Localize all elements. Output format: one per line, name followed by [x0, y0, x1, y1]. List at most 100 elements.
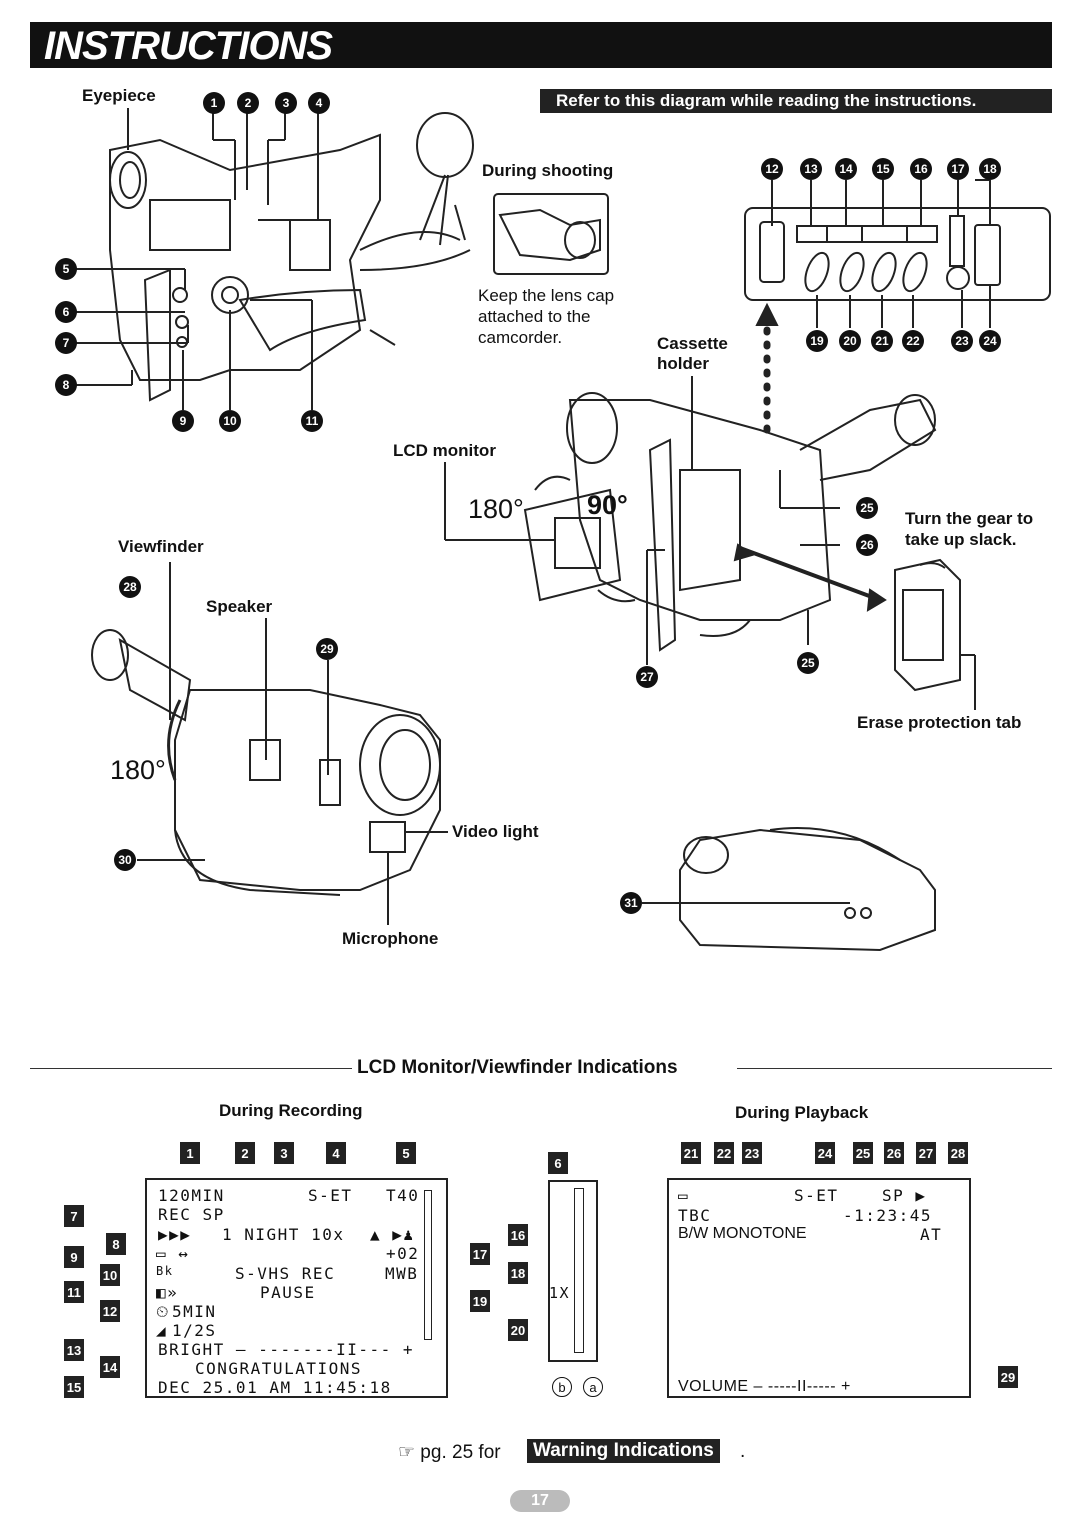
callout-29: 29 — [316, 638, 338, 660]
rec-callout-12: 12 — [100, 1300, 120, 1322]
rec-bk-icon: Bk — [156, 1264, 174, 1278]
lens-cap-note-1: Keep the lens cap — [478, 286, 615, 305]
footer-dot: . — [740, 1441, 746, 1462]
rec-callout-5: 5 — [396, 1142, 416, 1164]
callout-18: 18 — [979, 158, 1001, 180]
callout-17: 17 — [947, 158, 969, 180]
callout-13: 13 — [800, 158, 822, 180]
rec-120min: 120MIN — [158, 1186, 225, 1205]
label-viewfinder: Viewfinder — [118, 537, 204, 556]
rec-5min: 5MIN — [172, 1302, 217, 1321]
refer-banner — [540, 89, 1052, 113]
label-turn-gear-2: take up slack. — [905, 530, 1017, 549]
label-angle-180: 180° — [468, 494, 524, 524]
callout-10: 10 — [219, 410, 241, 432]
callout-9: 9 — [172, 410, 194, 432]
rec-congratulations: CONGRATULATIONS — [195, 1359, 362, 1378]
rec-callout-15: 15 — [64, 1376, 84, 1398]
rec-mwb: MWB — [385, 1264, 419, 1283]
rec-callout-16: 16 — [508, 1224, 528, 1246]
rec-tape-icon: ▭ ↔ — [156, 1244, 190, 1263]
callout-5: 5 — [55, 258, 77, 280]
rec-scene-icons: ▲ ▶♟ — [370, 1225, 415, 1244]
rec-shutter-icon: ◢ — [156, 1321, 168, 1340]
callout-14: 14 — [835, 158, 857, 180]
callout-25a: 25 — [856, 497, 878, 519]
rec-plus02: +02 — [386, 1244, 420, 1263]
rec-callout-11: 11 — [64, 1281, 84, 1303]
section-rule-right — [737, 1068, 1052, 1069]
rec-callout-2: 2 — [235, 1142, 255, 1164]
label-during-recording: During Recording — [219, 1101, 363, 1120]
label-turn-gear-1: Turn the gear to — [905, 509, 1034, 528]
rec-svhs-rec: S-VHS REC — [235, 1264, 336, 1283]
play-callout-28: 28 — [948, 1142, 968, 1164]
play-tbc: TBC — [678, 1206, 712, 1225]
rec-callout-7: 7 — [64, 1205, 84, 1227]
refer-text: Refer to this diagram while reading the … — [556, 91, 977, 110]
rec-shutter: 1/2S — [172, 1321, 217, 1340]
callout-12: 12 — [761, 158, 783, 180]
page-number: 17 — [510, 1490, 570, 1512]
rec-zoom-bar — [424, 1190, 432, 1340]
callout-16: 16 — [910, 158, 932, 180]
play-bw-monotone: B/W MONOTONE — [678, 1225, 807, 1242]
label-cassette: Cassette — [657, 334, 728, 353]
rec-rec-sp: REC SP — [158, 1205, 225, 1224]
rec-callout-18: 18 — [508, 1262, 528, 1284]
lens-cap-note-2: attached to the — [478, 307, 591, 326]
rec-callout-9: 9 — [64, 1246, 84, 1268]
play-callout-22: 22 — [714, 1142, 734, 1164]
rec-night: 1 NIGHT 10x — [222, 1225, 345, 1244]
play-sp: SP ▶ — [882, 1186, 927, 1205]
label-during-playback: During Playback — [735, 1103, 869, 1122]
callout-28: 28 — [119, 576, 141, 598]
callout-20: 20 — [839, 330, 861, 352]
label-speaker: Speaker — [206, 597, 273, 616]
play-callout-23: 23 — [742, 1142, 762, 1164]
label-eyepiece: Eyepiece — [82, 86, 156, 105]
play-callout-24: 24 — [815, 1142, 835, 1164]
play-tape-icon: ▭ — [678, 1186, 690, 1205]
play-at: AT — [920, 1225, 943, 1244]
play-callout-27: 27 — [916, 1142, 936, 1164]
rec-callout-8: 8 — [106, 1233, 126, 1255]
rec-callout-20: 20 — [508, 1319, 528, 1341]
letter-a: a — [583, 1377, 603, 1397]
callout-2: 2 — [237, 92, 259, 114]
callout-6: 6 — [55, 301, 77, 323]
callout-27: 27 — [636, 666, 658, 688]
rec-callout-10: 10 — [100, 1264, 120, 1286]
section-title: LCD Monitor/Viewfinder Indications — [357, 1057, 678, 1078]
page-title: INSTRUCTIONS — [44, 24, 333, 68]
letter-b: b — [552, 1377, 572, 1397]
play-callout-26: 26 — [884, 1142, 904, 1164]
play-s-et: S-ET — [794, 1186, 839, 1205]
play-volume: VOLUME – -----II----- + — [678, 1378, 851, 1395]
rec-date: DEC 25.01 AM 11:45:18 — [158, 1378, 392, 1397]
rec-bright: BRIGHT – -------II--- + — [158, 1340, 415, 1359]
label-erase-tab: Erase protection tab — [857, 713, 1022, 732]
play-callout-21: 21 — [681, 1142, 701, 1164]
label-lcd-monitor: LCD monitor — [393, 441, 496, 460]
callout-30: 30 — [114, 849, 136, 871]
label-microphone: Microphone — [342, 929, 439, 948]
callout-25b: 25 — [797, 652, 819, 674]
warning-indications-link[interactable]: Warning Indications — [527, 1439, 720, 1463]
rec-callout-17: 17 — [470, 1243, 490, 1265]
play-callout-29: 29 — [998, 1366, 1018, 1388]
callout-19: 19 — [806, 330, 828, 352]
callout-26: 26 — [856, 534, 878, 556]
camcorder-left-body — [109, 133, 381, 381]
callout-23: 23 — [951, 330, 973, 352]
rec-callout-4: 4 — [326, 1142, 346, 1164]
callout-31: 31 — [620, 892, 642, 914]
recording-display — [145, 1178, 448, 1398]
callout-8: 8 — [55, 374, 77, 396]
label-angle-90: 90° — [587, 490, 628, 520]
rec-s-et: S-ET — [308, 1186, 353, 1205]
rec-callout-3: 3 — [274, 1142, 294, 1164]
rec-t40: T40 — [386, 1186, 420, 1205]
rec-callout-1: 1 — [180, 1142, 200, 1164]
zoom-scale-bar — [574, 1188, 584, 1353]
